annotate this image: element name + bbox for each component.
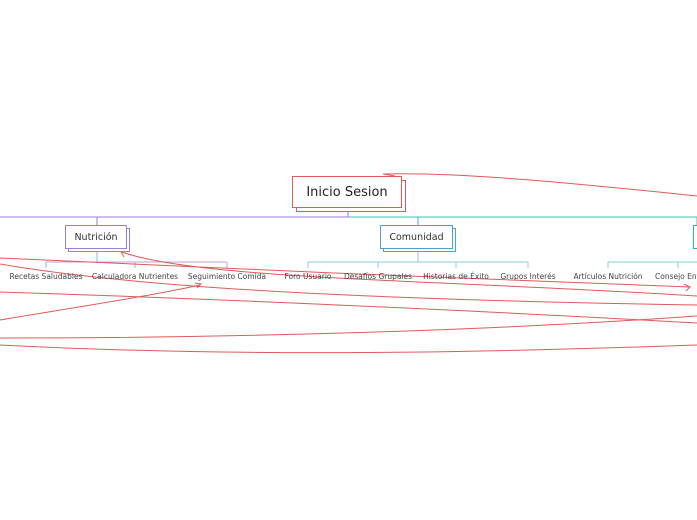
leaf-topic[interactable]: Recetas Saludables	[9, 272, 83, 281]
relationship-line	[0, 344, 697, 354]
branch-node-label: Nutrición	[74, 231, 118, 243]
relationship-line	[0, 263, 697, 306]
relationship-line	[0, 315, 697, 339]
leaf-topic[interactable]: Historias de Éxito	[423, 272, 489, 281]
branch-node-partial[interactable]	[693, 225, 697, 249]
leaf-topic[interactable]: Foro Usuario	[284, 272, 332, 281]
leaf-topic[interactable]: Artículos Nutrición	[573, 272, 643, 281]
leaf-topic[interactable]: Seguimiento Comida	[187, 272, 267, 281]
relationship-line	[382, 173, 697, 197]
relationship-line	[0, 284, 201, 321]
relationship-line	[121, 251, 697, 297]
root-node-label: Inicio Sesion	[306, 184, 388, 200]
relationship-line	[0, 291, 697, 324]
arrowhead-icon	[194, 282, 203, 289]
leaf-topic[interactable]: Desafíos Grupales	[343, 272, 413, 281]
leaf-topic[interactable]: Grupos Interés	[500, 272, 556, 281]
relationship-line	[382, 173, 396, 177]
leaf-topic[interactable]: Calculadora Nutrientes	[91, 272, 179, 281]
branch-node-nutricion[interactable]: Nutrición	[65, 225, 127, 249]
arrowhead-icon	[683, 283, 691, 292]
branch-node-comunidad[interactable]: Comunidad	[380, 225, 453, 249]
root-node[interactable]: Inicio Sesion	[292, 176, 402, 208]
branch-node-label: Comunidad	[389, 231, 444, 243]
leaf-topic[interactable]: Consejo Ent	[655, 272, 697, 281]
relationship-line	[0, 257, 691, 288]
